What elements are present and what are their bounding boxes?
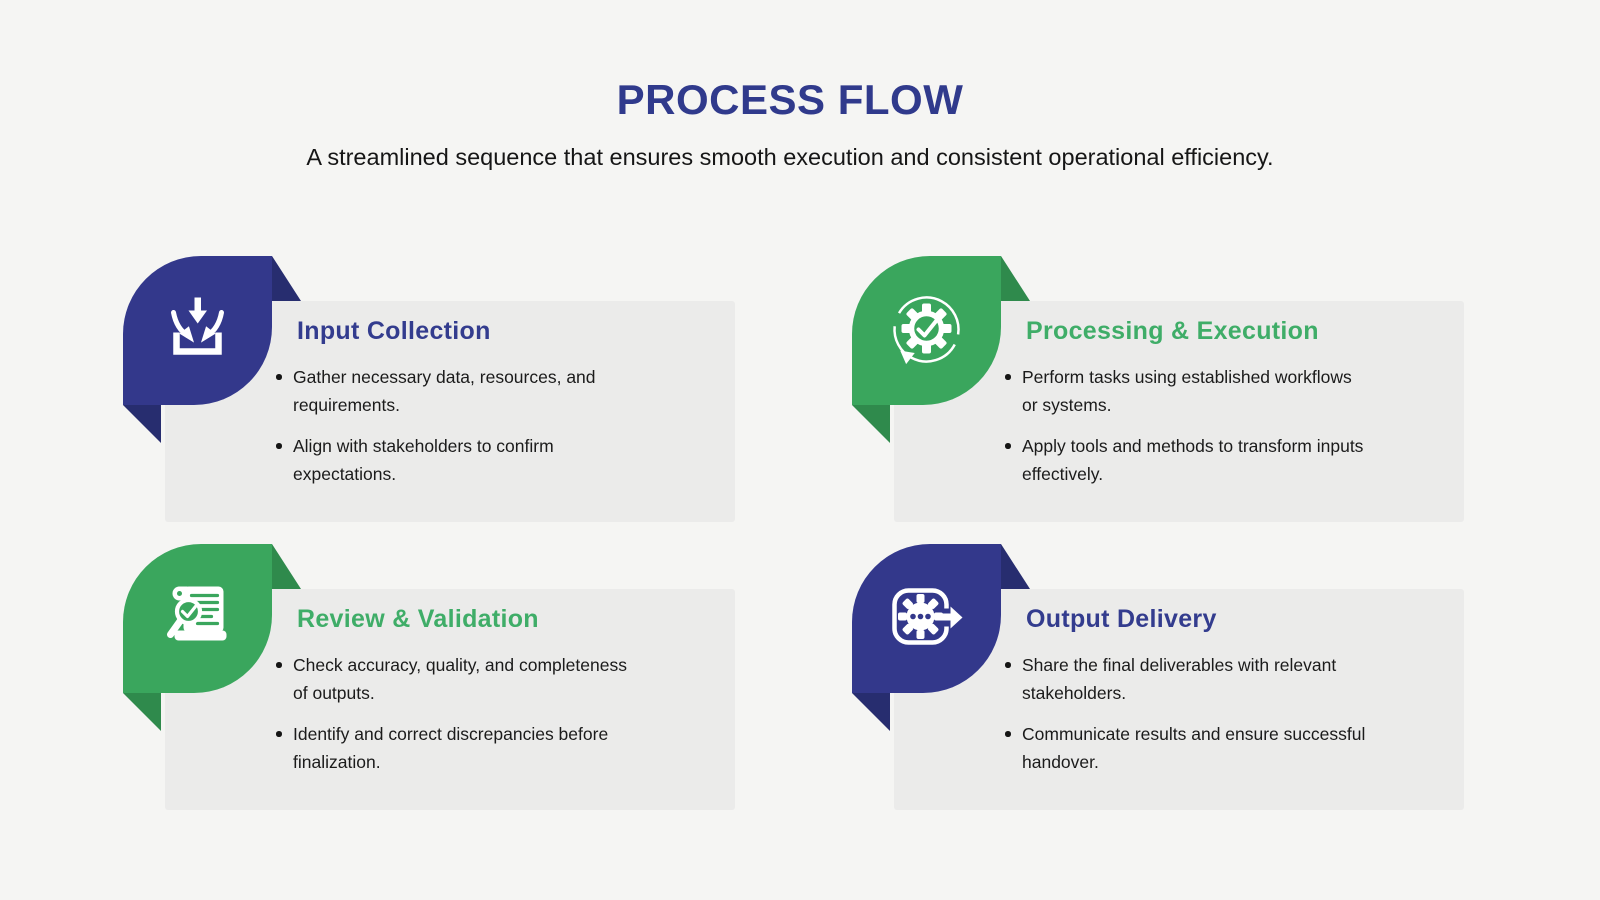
document-check-magnifier-icon-blob [123, 544, 303, 734]
document-check-magnifier-icon [167, 586, 227, 641]
bullet-item: Apply tools and methods to transform inp… [1004, 432, 1363, 488]
input-tray-icon-blob [123, 256, 303, 446]
blob-shape [123, 544, 301, 731]
bullet-item: Gather necessary data, resources, and re… [276, 363, 596, 419]
card-title: Review & Validation [297, 605, 539, 633]
blob-fold-bottom [852, 693, 890, 731]
card-input-collection: Input Collection Gather necessary data, … [123, 256, 735, 522]
blob-fold-top [272, 544, 301, 589]
bullet-item: Check accuracy, quality, and completenes… [276, 651, 627, 707]
bullet-item: Perform tasks using established workflow… [1004, 363, 1363, 419]
bullet-list: Perform tasks using established workflow… [1004, 363, 1363, 501]
blob-fold-top [1001, 544, 1030, 589]
page-title: PROCESS FLOW [616, 76, 964, 123]
card-processing-execution: Processing & Execution Perform tasks usi… [852, 256, 1464, 522]
card-output-delivery: Output Delivery Share the final delivera… [852, 544, 1464, 810]
blob-shape [852, 256, 1030, 443]
card-title: Processing & Execution [1026, 317, 1319, 345]
blob-fold-bottom [852, 405, 890, 443]
input-tray-icon [171, 297, 224, 355]
card-title: Output Delivery [1026, 605, 1217, 633]
bullet-item: Communicate results and ensure successfu… [1004, 720, 1365, 776]
blob-fold-bottom [123, 405, 161, 443]
card-review-validation: Review & Validation Check accuracy, qual… [123, 544, 735, 810]
page-subtitle: A streamlined sequence that ensures smoo… [306, 144, 1274, 170]
blob-shape [123, 256, 301, 443]
gear-arrow-out-icon-blob [852, 544, 1032, 734]
bullet-list: Gather necessary data, resources, and re… [276, 363, 596, 501]
bullet-item: Identify and correct discrepancies befor… [276, 720, 627, 776]
bullet-list: Check accuracy, quality, and completenes… [276, 651, 627, 789]
blob-shape [852, 544, 1030, 731]
blob-fold-top [1001, 256, 1030, 301]
bullet-list: Share the final deliverables with releva… [1004, 651, 1365, 789]
blob-body [123, 256, 272, 405]
bullet-item: Share the final deliverables with releva… [1004, 651, 1365, 707]
blob-fold-top [272, 256, 301, 301]
gear-check-cycle-icon [893, 296, 960, 365]
bullet-item: Align with stakeholders to confirm expec… [276, 432, 596, 488]
card-title: Input Collection [297, 317, 491, 345]
blob-fold-bottom [123, 693, 161, 731]
gear-arrow-out-icon [892, 588, 963, 645]
gear-check-cycle-icon-blob [852, 256, 1032, 446]
